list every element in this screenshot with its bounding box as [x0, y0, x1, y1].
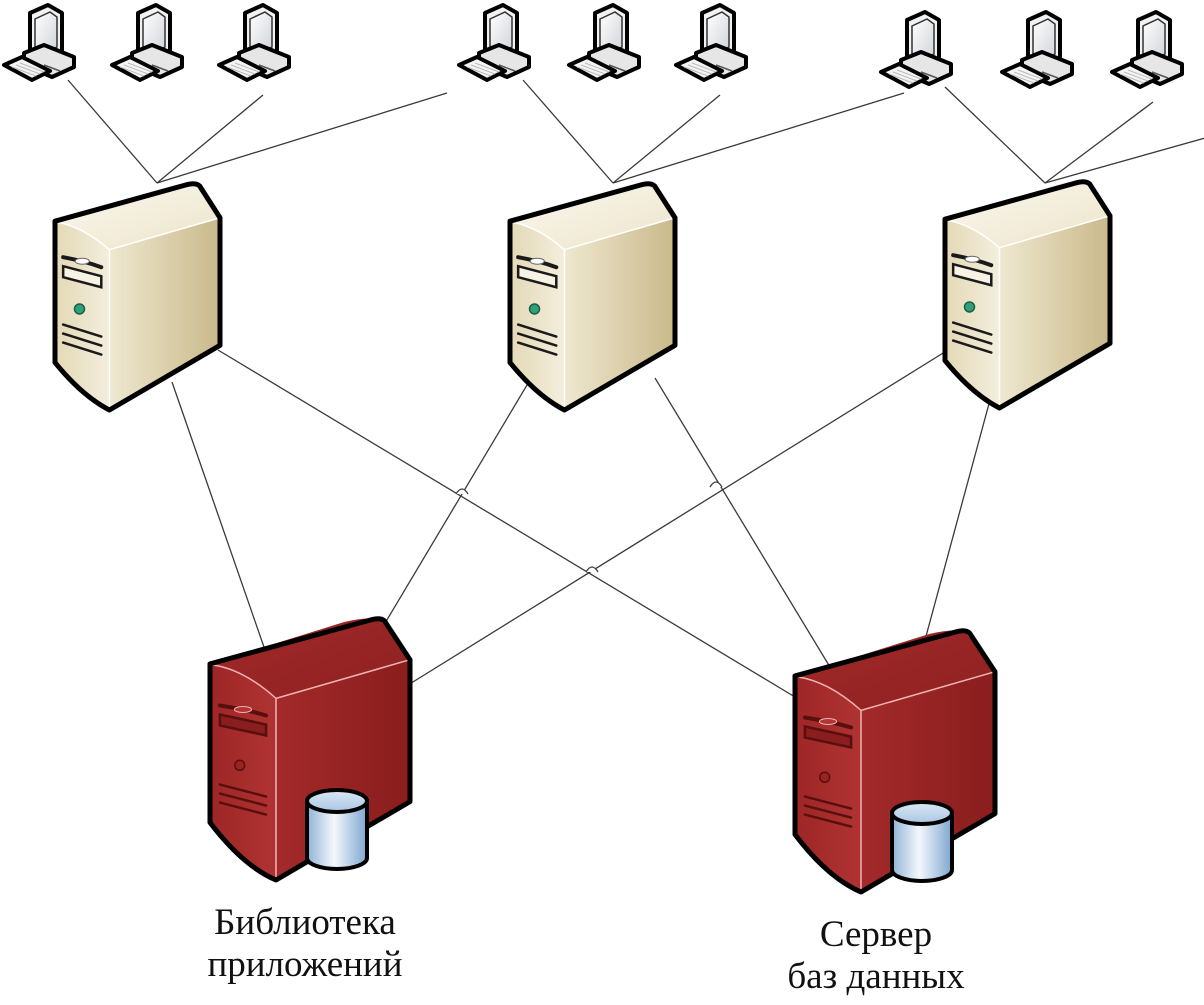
workstation-icon — [674, 3, 748, 82]
workstation-icon — [217, 3, 291, 82]
vent-slot — [803, 795, 853, 810]
power-led-icon — [233, 759, 246, 772]
vent-slot — [803, 804, 853, 819]
vent-slot — [951, 339, 993, 354]
server-side-face — [109, 217, 220, 410]
power-led-icon — [818, 771, 831, 784]
server-top-face — [210, 618, 410, 699]
library-label-line-2: приложений — [207, 944, 403, 985]
vent-slot — [61, 341, 103, 356]
server-front-face — [210, 663, 276, 880]
vent-slot — [516, 323, 558, 338]
vent-slot — [516, 341, 558, 356]
server-outline — [942, 179, 1113, 411]
drive-eject-icon — [529, 257, 545, 265]
application-server-server-left — [52, 181, 223, 413]
server-link — [399, 349, 949, 691]
workstation-link — [612, 92, 905, 184]
links-layer — [67, 79, 1204, 701]
workstation-icon — [457, 3, 531, 82]
line-crossing-hop — [585, 566, 599, 573]
library-label: Библиотека приложений — [160, 902, 450, 986]
server-link — [171, 381, 266, 651]
workstation-link — [1044, 101, 1154, 184]
server-top-face — [55, 183, 220, 250]
drive-bay — [218, 712, 268, 738]
workstation-link — [156, 92, 448, 184]
power-led-icon — [963, 301, 976, 313]
database-cylinder-icon — [890, 800, 954, 883]
workstation-group-center — [457, 3, 748, 82]
server-front-face — [55, 221, 110, 410]
line-crossing-hop — [709, 481, 723, 488]
drive-bay — [61, 264, 103, 289]
power-led-icon — [528, 303, 541, 315]
database-server-label-line-1: Сервер — [819, 914, 933, 955]
drive-eject-icon — [74, 257, 90, 265]
drive-eject-icon — [964, 255, 980, 263]
workstation-icon — [1000, 10, 1074, 89]
server-side-face — [564, 217, 675, 410]
line-crossing-hop — [455, 488, 469, 495]
database-server-label-line-2: баз данных — [787, 956, 965, 997]
vent-slot — [61, 332, 103, 347]
nodes-layer — [2, 3, 1184, 895]
drive-eject-icon — [233, 705, 253, 713]
database-server-label: Сервер баз данных — [736, 914, 1016, 998]
vent-slot — [218, 801, 268, 816]
server-top-face — [510, 183, 675, 250]
vent-slot — [61, 323, 103, 338]
server-front-face — [795, 675, 861, 892]
workstation-link — [67, 79, 158, 184]
workstation-link — [522, 79, 614, 184]
server-front-face — [510, 221, 565, 410]
database-cylinder-icon — [305, 788, 369, 871]
workstation-icon — [567, 3, 641, 82]
server-top-face — [945, 181, 1110, 248]
workstation-icon — [879, 10, 953, 89]
workstation-icon — [2, 3, 76, 82]
vent-slot — [218, 792, 268, 807]
server-front-face — [945, 219, 1000, 408]
drive-eject-icon — [818, 717, 838, 725]
application-server-server-right — [942, 179, 1113, 411]
library-label-line-1: Библиотека — [214, 902, 396, 943]
server-link — [924, 399, 991, 641]
vent-slot — [951, 321, 993, 336]
server-link — [371, 379, 531, 646]
vent-slot — [218, 783, 268, 798]
workstation-link — [944, 86, 1046, 184]
server-outline — [52, 181, 223, 413]
drive-bay — [951, 262, 993, 287]
vent-slot — [951, 330, 993, 345]
drive-bay — [516, 264, 558, 289]
power-led-icon — [73, 303, 86, 315]
vent-slot — [516, 332, 558, 347]
server-link — [217, 349, 801, 701]
workstation-link — [612, 94, 721, 184]
database-server — [792, 628, 998, 895]
workstation-link — [1044, 137, 1204, 184]
workstation-group-right — [879, 10, 1184, 89]
server-link — [654, 377, 834, 673]
application-server-server-center — [507, 181, 678, 413]
drive-bay — [803, 724, 853, 750]
server-outline — [507, 181, 678, 413]
workstation-link — [156, 94, 264, 184]
server-top-face — [795, 630, 995, 711]
workstation-icon — [1110, 10, 1184, 89]
vent-slot — [803, 813, 853, 828]
workstation-icon — [110, 3, 184, 82]
server-side-face — [999, 215, 1110, 408]
workstation-group-left — [2, 3, 291, 82]
